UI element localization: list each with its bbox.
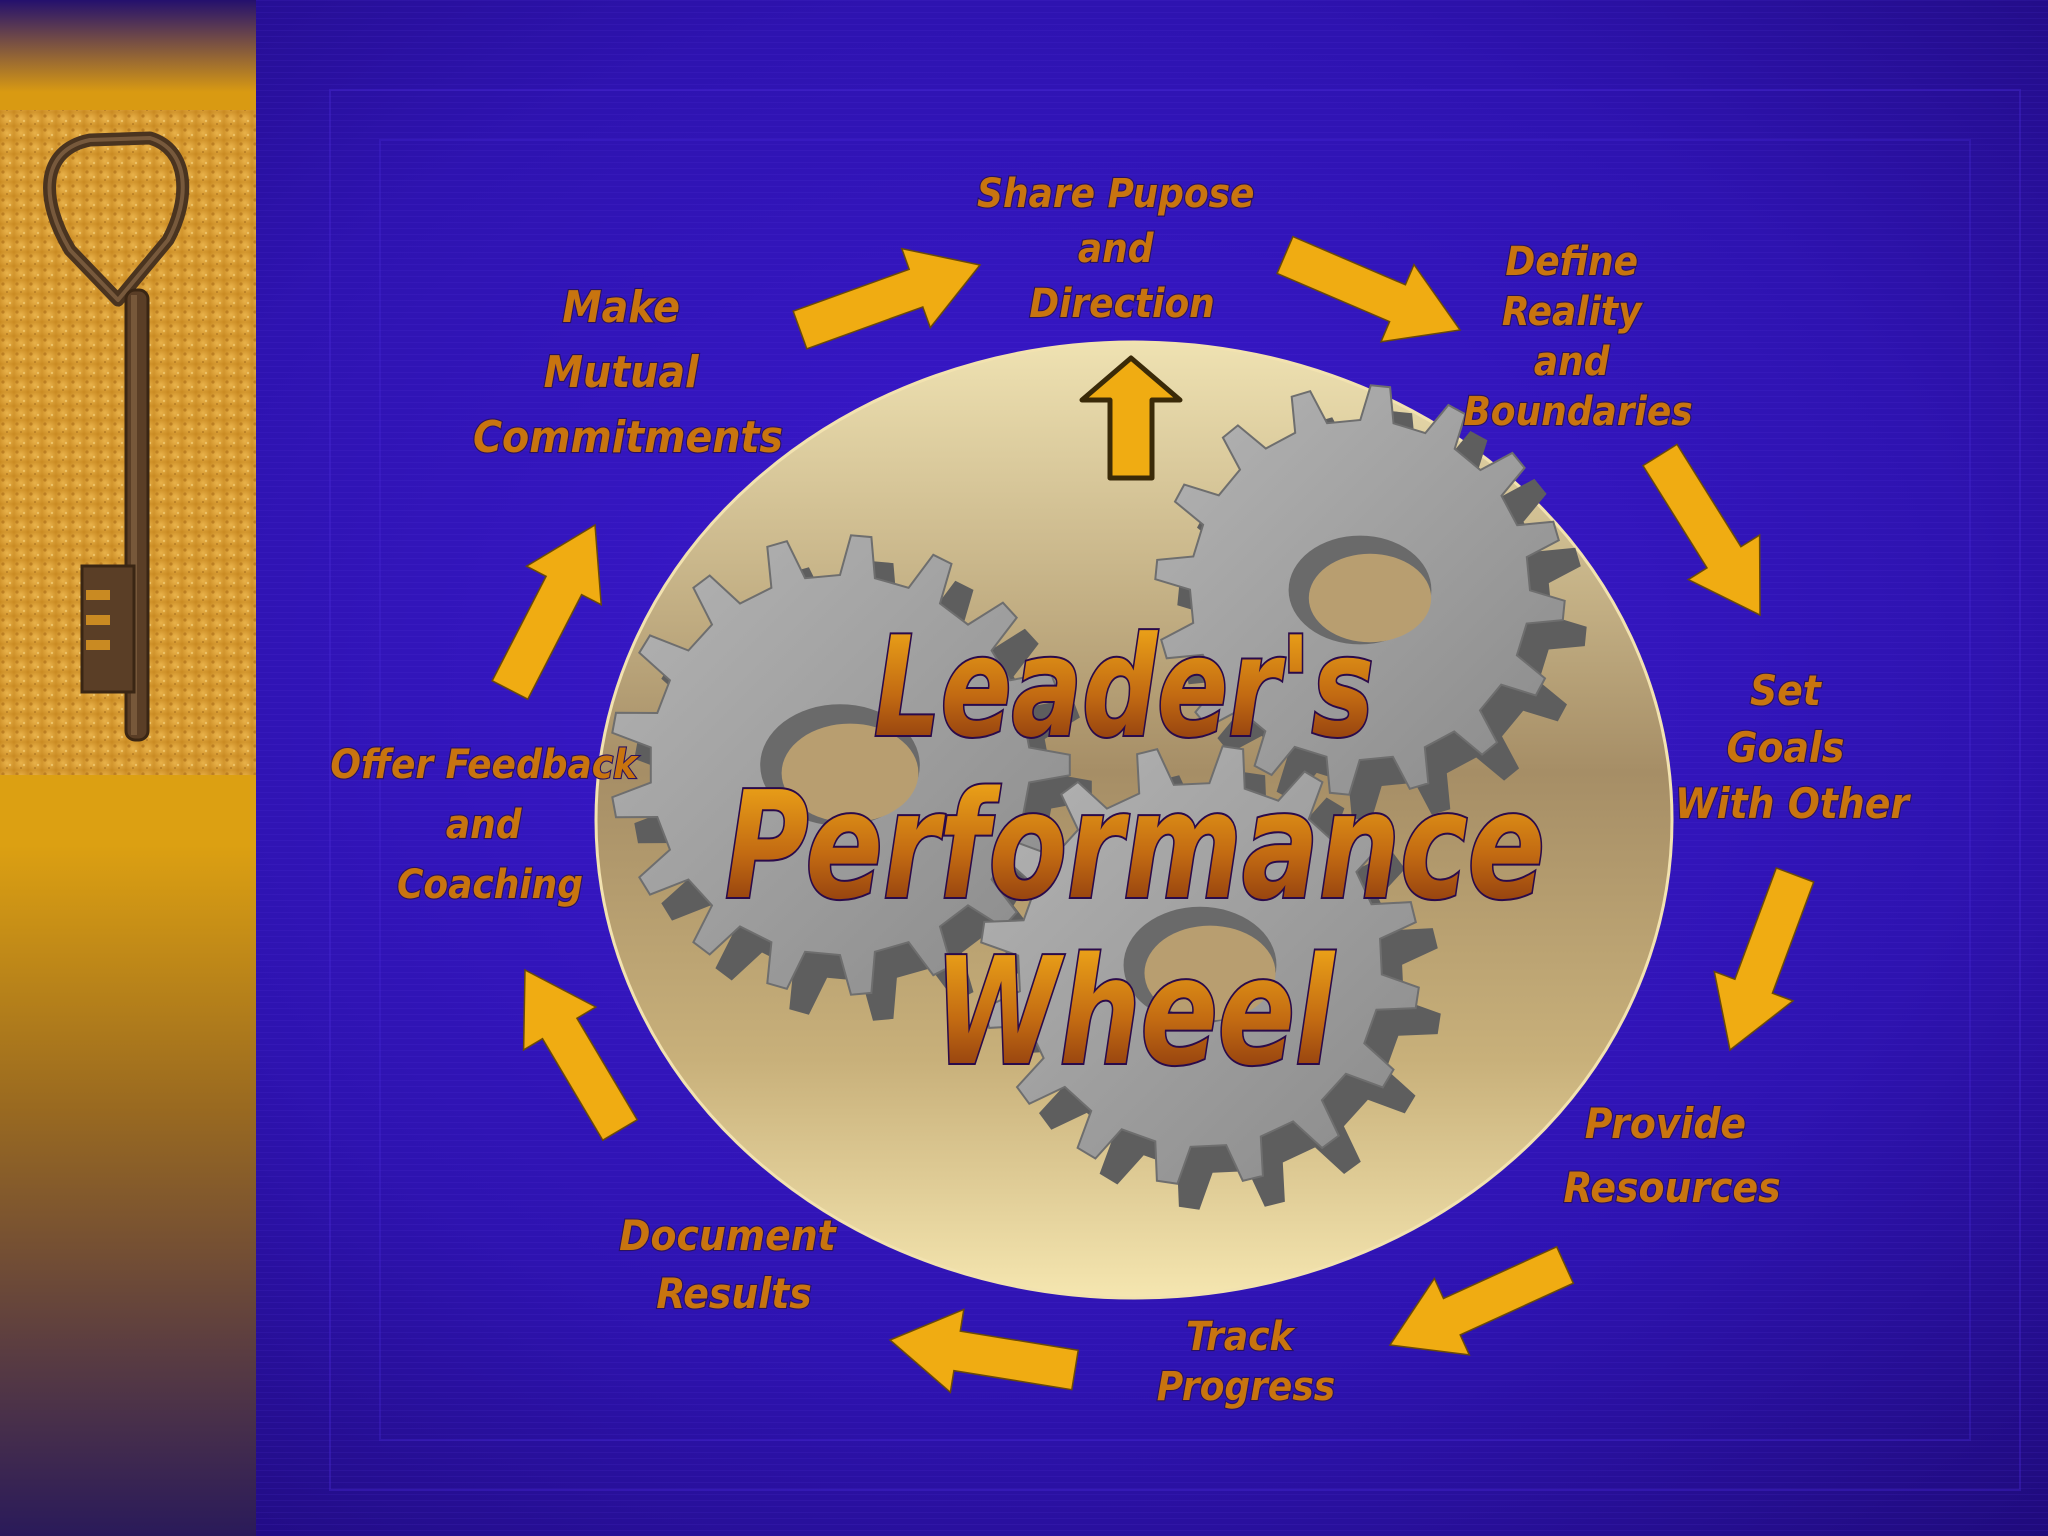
- arrow-to-track-progress-icon: [1388, 1245, 1575, 1356]
- cycle-arrows: [491, 235, 1815, 1394]
- up-arrow-icon: [1079, 355, 1183, 481]
- step-share-purpose: Share Pupose and Direction: [977, 171, 1267, 327]
- arrow-to-share-purpose-icon: [792, 247, 982, 350]
- step-track-progress: Track Progress: [1157, 1314, 1335, 1410]
- old-key-icon: [43, 131, 190, 742]
- gears-icon: [611, 384, 1587, 1210]
- arrow-to-document-results-icon: [888, 1308, 1080, 1394]
- diagram-title: Leader's Performance Wheel: [723, 605, 1547, 1100]
- step-set-goals: Set Goals With Other: [1675, 666, 1911, 828]
- step-define-reality: Define Reality and Boundaries: [1463, 239, 1692, 435]
- step-document-results: Document Results: [619, 1211, 849, 1318]
- arrow-to-set-goals-icon: [1641, 443, 1761, 617]
- step-make-commitments: Make Mutual Commitments: [473, 282, 783, 463]
- sidebar: [0, 0, 256, 1536]
- arrow-to-offer-feedback-icon: [522, 968, 639, 1142]
- title-line-3: Wheel: [934, 926, 1336, 1098]
- arrow-to-provide-resources-icon: [1713, 867, 1815, 1052]
- step-provide-resources: Provide Resources: [1563, 1099, 1780, 1212]
- gear-left: [611, 534, 1092, 1021]
- arrow-to-define-reality-icon: [1276, 235, 1462, 343]
- step-offer-feedback: Offer Feedback and Coaching: [330, 742, 649, 908]
- arrow-to-make-commitments-icon: [491, 523, 603, 701]
- gear-top-right: [1154, 384, 1587, 821]
- title-line-2: Performance: [725, 760, 1545, 932]
- title-line-1: Leader's: [874, 607, 1374, 768]
- step-labels: Share Pupose and Direction Define Realit…: [329, 170, 1912, 1411]
- gear-bottom: [980, 745, 1441, 1210]
